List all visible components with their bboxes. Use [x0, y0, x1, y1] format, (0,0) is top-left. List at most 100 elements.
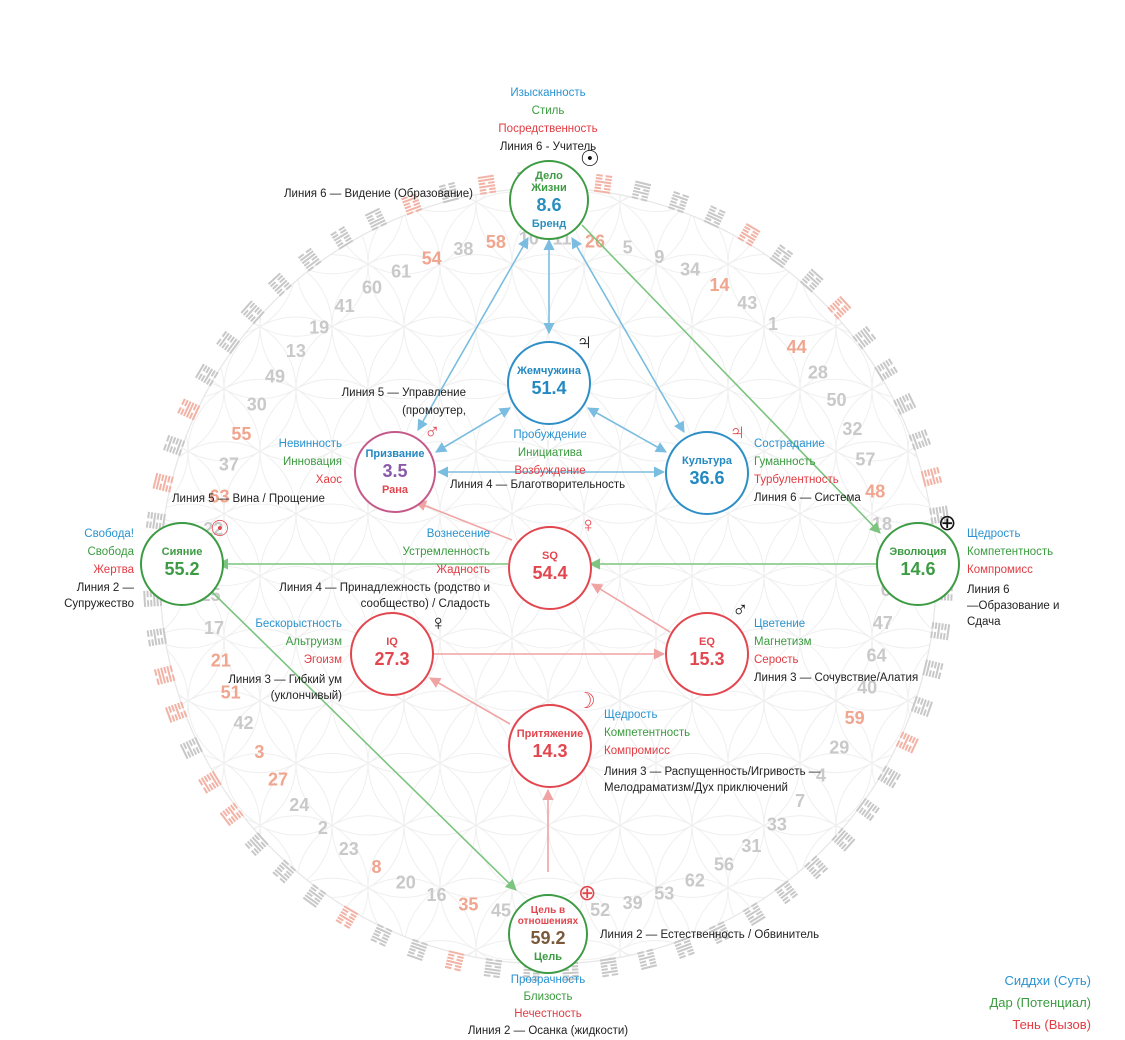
labels-culture: Сострадание Гуманность Турбулентность Ли…	[754, 435, 861, 507]
calling-line: Линия 5 — Вина / Прощение	[172, 490, 325, 508]
node-culture-name: Культура	[682, 455, 732, 467]
earth-icon-purpose: ⊕	[578, 882, 596, 904]
jupiter-icon-culture: ♃	[729, 421, 746, 443]
culture-gift: Гуманность	[754, 453, 861, 471]
labels-radiance: Свобода! Свобода Жертва	[40, 525, 134, 579]
node-eq-name: EQ	[699, 636, 715, 648]
pearl-line: Линия 4 — Благотворительность	[450, 476, 625, 494]
radiance-line-2: Супружество	[40, 596, 134, 612]
labels-pearl: Пробуждение Инициатива Возбуждение	[480, 426, 620, 480]
culture-siddhi: Сострадание	[754, 435, 861, 453]
node-sq[interactable]: SQ 54.4	[508, 526, 592, 610]
pearl-gift: Инициатива	[480, 444, 620, 462]
node-iq-name: IQ	[386, 636, 398, 648]
sq-shadow: Жадность	[380, 561, 490, 579]
node-delo-name: Дело Жизни	[524, 170, 574, 194]
node-delo-value: 8.6	[536, 196, 561, 216]
calling-line-top-1: Линия 5 — Управление	[290, 384, 466, 402]
attraction-siddhi: Щедрость	[604, 706, 690, 724]
delo-siddhi: Изысканность	[440, 84, 656, 102]
node-attraction-name: Притяжение	[517, 728, 584, 740]
culture-shadow: Турбулентность	[754, 471, 861, 489]
eq-line: Линия 3 — Сочувствие/Алатия	[754, 669, 918, 687]
calling-line-top-2: (промоутер,	[290, 402, 466, 420]
node-iq[interactable]: IQ 27.3	[350, 612, 434, 696]
sq-line-1: Линия 4 — Принадлежность (родство и	[250, 580, 490, 596]
venus-icon-iq: ♀	[430, 612, 447, 634]
delo-shadow: Посредственность	[440, 120, 656, 138]
node-attraction[interactable]: Притяжение 14.3	[508, 704, 592, 788]
radiance-line-1: Линия 2 —	[40, 580, 134, 596]
labels-sq: Вознесение Устремленность Жадность	[380, 525, 490, 579]
node-purpose-sub: Цель	[534, 951, 562, 963]
node-radiance-name: Сияние	[162, 546, 203, 558]
labels-evolution: Щедрость Компетентность Компромисс	[967, 525, 1053, 579]
radiance-shadow: Жертва	[40, 561, 134, 579]
node-purpose-name: Цель в отношениях	[516, 905, 580, 927]
node-iq-value: 27.3	[374, 650, 409, 670]
attraction-shadow: Компромисс	[604, 742, 690, 760]
node-eq[interactable]: EQ 15.3	[665, 612, 749, 696]
purpose-line: Линия 2 — Осанка (жидкости)	[430, 1023, 666, 1040]
purpose-siddhi: Прозрачность	[430, 972, 666, 989]
radiance-line: Линия 2 — Супружество	[40, 580, 134, 612]
iq-line-1: Линия 3 — Гибкий ум	[200, 672, 342, 688]
attraction-gift: Компетентность	[604, 724, 690, 742]
sq-gift: Устремленность	[380, 543, 490, 561]
labels-purpose: Прозрачность Близость Нечестность Линия …	[430, 972, 666, 1040]
delo-gift: Стиль	[440, 102, 656, 120]
culture-line: Линия 6 — Система	[754, 489, 861, 507]
evolution-siddhi: Щедрость	[967, 525, 1053, 543]
arrow-attraction-iq	[430, 678, 510, 724]
calling-gift: Инновация	[220, 453, 342, 471]
node-evolution-name: Эволюция	[889, 546, 946, 558]
node-delo[interactable]: Дело Жизни 8.6 Бренд	[509, 160, 589, 240]
node-culture-value: 36.6	[689, 469, 724, 489]
mars-icon-eq: ♂	[732, 599, 749, 621]
jupiter-icon: ♃	[576, 331, 593, 353]
sq-siddhi: Вознесение	[380, 525, 490, 543]
iq-gift: Альтруизм	[222, 633, 342, 651]
legend-shadow: Тень (Вызов)	[989, 1014, 1091, 1036]
evolution-line: Линия 6 —Образование и Сдача	[967, 582, 1059, 630]
radiance-gift: Свобода	[40, 543, 134, 561]
evolution-line-2: —Образование и	[967, 598, 1059, 614]
earth-icon: ⊕	[938, 512, 956, 534]
sun-icon-radiance: ☉	[210, 518, 230, 540]
radiance-siddhi: Свобода!	[40, 525, 134, 543]
labels-calling: Невинность Инновация Хаос	[220, 435, 342, 489]
sq-line: Линия 4 — Принадлежность (родство и сооб…	[250, 580, 490, 612]
legend-gift: Дар (Потенциал)	[989, 992, 1091, 1014]
iq-shadow: Эгоизм	[222, 651, 342, 669]
eq-siddhi: Цветение	[754, 615, 918, 633]
delo-line: Линия 6 - Учитель	[440, 138, 656, 156]
venus-icon: ♀	[580, 514, 597, 536]
labels-iq: Бескорыстность Альтруизм Эгоизм	[222, 615, 342, 669]
delo-line-secondary: Линия 6 — Видение (Образование)	[284, 185, 473, 203]
attraction-line: Линия 3 — Распущенность/Игривость — Мело…	[604, 764, 820, 796]
attraction-line-1: Линия 3 — Распущенность/Игривость —	[604, 764, 820, 780]
arrow-eq-sq	[592, 584, 670, 632]
node-calling-name: Призвание	[365, 448, 424, 460]
iq-line: Линия 3 — Гибкий ум (уклончивый)	[200, 672, 342, 704]
labels-delo: Изысканность Стиль Посредственность Лини…	[440, 84, 656, 156]
node-calling-sub: Рана	[382, 484, 408, 496]
node-calling-value: 3.5	[382, 462, 407, 482]
evolution-line-3: Сдача	[967, 614, 1059, 630]
evolution-gift: Компетентность	[967, 543, 1053, 561]
node-sq-name: SQ	[542, 550, 558, 562]
mars-icon: ♂	[424, 421, 441, 443]
node-purpose-value: 59.2	[530, 929, 565, 949]
moon-icon: ☽	[576, 690, 596, 712]
sq-line-2: сообщество) / Сладость	[250, 596, 490, 612]
purpose-gift: Близость	[430, 989, 666, 1006]
node-pearl-name: Жемчужина	[517, 365, 581, 377]
node-attraction-value: 14.3	[532, 742, 567, 762]
pearl-siddhi: Пробуждение	[480, 426, 620, 444]
purpose-shadow: Нечестность	[430, 1006, 666, 1023]
purpose-line-right: Линия 2 — Естественность / Обвинитель	[600, 926, 819, 944]
node-eq-value: 15.3	[689, 650, 724, 670]
node-purpose[interactable]: Цель в отношениях 59.2 Цель	[508, 894, 588, 974]
node-pearl-value: 51.4	[531, 379, 566, 399]
